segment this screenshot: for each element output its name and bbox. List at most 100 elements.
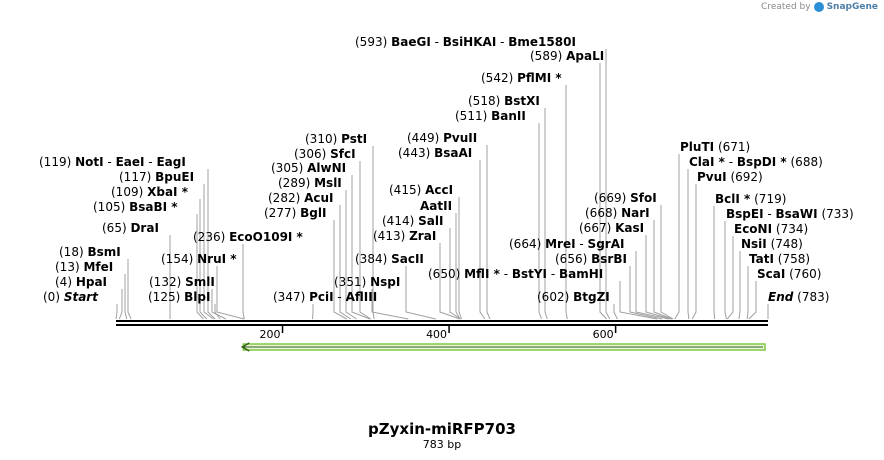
leader-apali <box>599 63 607 320</box>
site-label-smli[interactable]: (132) SmlI <box>149 275 215 289</box>
site-label-nari[interactable]: (668) NarI <box>585 206 650 220</box>
site-label-pvuii[interactable]: (449) PvuII <box>407 131 477 145</box>
site-label-plutI[interactable]: PluTI (671) <box>680 140 750 154</box>
site-position: (4) <box>55 275 72 289</box>
site-position: (783) <box>797 290 829 304</box>
site-label-psti[interactable]: (310) PstI <box>305 132 367 146</box>
enzyme-name: BaeGI <box>391 35 431 49</box>
site-label-mrei[interactable]: (664) MreI - SgrAI <box>509 237 624 251</box>
enzyme-name: KasI <box>615 221 644 235</box>
site-position: (105) <box>93 200 125 214</box>
site-label-bsmi[interactable]: (18) BsmI <box>59 245 121 259</box>
site-label-acci[interactable]: (415) AccI <box>389 183 453 197</box>
site-label-sacii[interactable]: (384) SacII <box>355 252 424 266</box>
plasmid-name: pZyxin-miRFP703 <box>368 420 516 438</box>
site-label-bani[interactable]: (511) BanII <box>455 109 526 123</box>
site-label-bspei[interactable]: BspEI - BsaWI (733) <box>726 207 854 221</box>
site-label-sali[interactable]: (414) SalI <box>382 214 443 228</box>
site-label-mfli[interactable]: (650) MflI * - BstYI - BamHI <box>428 267 603 281</box>
site-label-nsii[interactable]: NsiI (748) <box>741 237 803 251</box>
site-label-xbai[interactable]: (109) XbaI * <box>111 185 189 199</box>
site-label-scai[interactable]: ScaI (760) <box>757 267 821 281</box>
leader-pvuii <box>486 145 491 320</box>
site-label-nspi[interactable]: (351) NspI <box>334 275 400 289</box>
leader-bsmi <box>127 259 132 320</box>
separator: - <box>496 35 508 49</box>
enzyme-name: SmlI <box>185 275 215 289</box>
site-label-bsrbi[interactable]: (656) BsrBI <box>555 252 627 266</box>
enzyme-name: XbaI * <box>147 185 189 199</box>
enzyme-name: BlpI <box>184 290 210 304</box>
site-label-kasi[interactable]: (667) KasI <box>579 221 644 235</box>
site-label-tati[interactable]: TatI (758) <box>749 252 810 266</box>
site-position: (13) <box>55 260 80 274</box>
site-label-srui[interactable]: (154) NruI * <box>161 252 237 266</box>
enzyme-name: TatI <box>749 252 774 266</box>
enzyme-name: EcoNI <box>734 222 772 236</box>
site-label-btgzi[interactable]: (602) BtgZI <box>537 290 610 304</box>
enzyme-name: BsaBI * <box>129 200 178 214</box>
enzyme-name: BsiHKAI <box>443 35 497 49</box>
leader-sfoi <box>660 205 674 320</box>
leader-lines <box>115 49 769 320</box>
site-label-noti[interactable]: (119) NotI - EaeI - EagI <box>39 155 186 169</box>
site-label-zrai[interactable]: (413) ZraI <box>373 229 436 243</box>
site-label-sfci[interactable]: (306) SfcI <box>294 147 356 161</box>
enzyme-name: SfcI <box>330 147 355 161</box>
backbone-bottom-strand <box>116 324 768 326</box>
enzyme-name: PflMI * <box>517 71 562 85</box>
site-label-baegi[interactable]: (593) BaeGI - BsiHKAI - Bme1580I <box>355 35 576 49</box>
leader-acui <box>339 205 352 320</box>
site-position: (443) <box>398 146 430 160</box>
enzyme-name: DraI <box>130 221 158 235</box>
site-label-eco109[interactable]: (236) EcoO109I * <box>193 230 304 244</box>
enzyme-name: BsmI <box>87 245 120 259</box>
site-label-msli[interactable]: (289) MslI <box>278 176 342 190</box>
leader-sacii <box>405 266 436 320</box>
site-label-clai[interactable]: ClaI * - BspDI * (688) <box>689 155 823 169</box>
site-label-acui[interactable]: (282) AcuI <box>268 191 334 205</box>
site-label-econi[interactable]: EcoNI (734) <box>734 222 808 236</box>
site-label-bpuei[interactable]: (117) BpuEI <box>119 170 194 184</box>
site-label-mfei[interactable]: (13) MfeI <box>55 260 113 274</box>
site-label-bsabi[interactable]: (105) BsaBI * <box>93 200 178 214</box>
site-label-bgli[interactable]: (277) BglI <box>264 206 326 220</box>
snapgene-logo-icon <box>813 2 824 12</box>
enzyme-name: AcuI <box>304 191 333 205</box>
site-label-aatii[interactable]: AatII <box>420 199 452 213</box>
site-position: (415) <box>389 183 421 197</box>
site-position: (413) <box>373 229 405 243</box>
site-label-end[interactable]: End (783) <box>768 290 829 304</box>
site-label-pflmi[interactable]: (542) PflMI * <box>481 71 562 85</box>
site-label-bsaai[interactable]: (443) BsaAI <box>398 146 472 160</box>
enzyme-name: End <box>768 290 794 304</box>
site-label-apali[interactable]: (589) ApaLI <box>530 49 604 63</box>
site-label-sfoi[interactable]: (669) SfoI <box>594 191 657 205</box>
site-label-bcli[interactable]: BclI * (719) <box>715 192 786 206</box>
enzyme-name: BsrBI <box>591 252 627 266</box>
site-position: (125) <box>148 290 180 304</box>
site-position: (589) <box>530 49 562 63</box>
leader-bpuei <box>203 184 214 320</box>
site-position: (347) <box>273 290 305 304</box>
separator: - <box>764 207 776 221</box>
site-position: (310) <box>305 132 337 146</box>
site-label-pcii[interactable]: (347) PciI - AflIII <box>273 290 377 304</box>
enzyme-name: PstI <box>341 132 367 146</box>
site-label-drai[interactable]: (65) DraI <box>102 221 159 235</box>
site-label-hpai[interactable]: (4) HpaI <box>55 275 107 289</box>
leader-acci <box>458 197 463 320</box>
site-label-start[interactable]: (0) Start <box>43 290 99 304</box>
site-label-pvui[interactable]: PvuI (692) <box>697 170 763 184</box>
leader-bcli <box>713 206 716 320</box>
leader-mrei <box>635 251 670 320</box>
site-position: (119) <box>39 155 71 169</box>
enzyme-name: BamHI <box>559 267 603 281</box>
site-label-blpi[interactable]: (125) BlpI <box>148 290 210 304</box>
enzyme-name: BsaWI <box>776 207 818 221</box>
separator: - <box>500 267 512 281</box>
site-label-alwni[interactable]: (305) AlwNI <box>271 161 346 175</box>
site-position: (748) <box>771 237 803 251</box>
site-label-bstxi[interactable]: (518) BstXI <box>468 94 540 108</box>
